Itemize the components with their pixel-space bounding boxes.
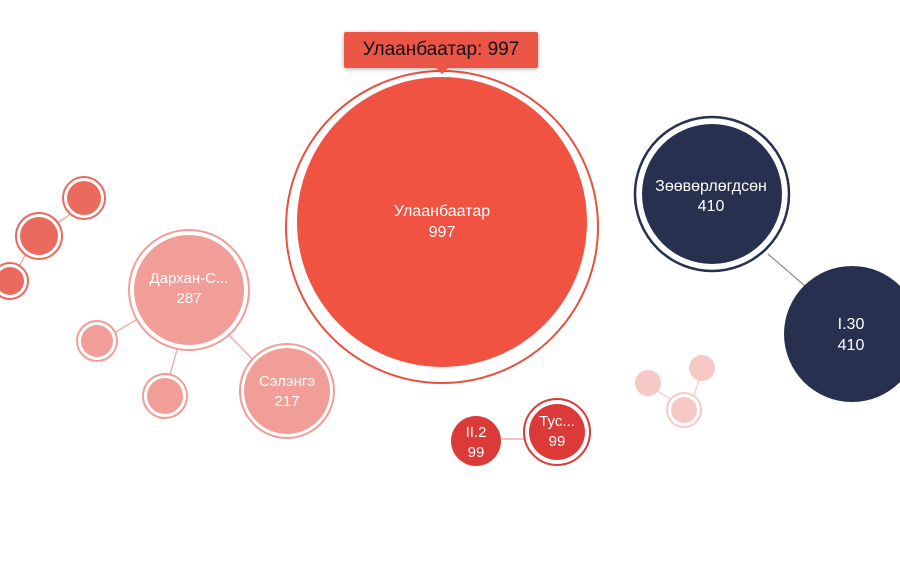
node-zuvuurulugdsun-circle[interactable] <box>642 124 782 264</box>
node-selenge[interactable]: Сэлэнгэ 217 <box>239 343 335 439</box>
node-ii2-value: 99 <box>468 444 485 461</box>
node-small-bottom[interactable] <box>142 373 188 419</box>
node-ulaanbaatar-circle[interactable] <box>297 77 587 367</box>
node-faded-top[interactable] <box>689 355 715 381</box>
node-selenge-value: 217 <box>274 393 299 410</box>
node-i30-name: I.30 <box>838 316 865 333</box>
node-darkhan-value: 287 <box>176 290 201 307</box>
tooltip-arrow <box>435 67 449 74</box>
node-chain-middle-circle[interactable] <box>20 217 58 255</box>
node-ii2[interactable]: II.2 99 <box>451 416 501 466</box>
edge-darkhan-selenge <box>228 334 256 363</box>
node-chain-bottom[interactable] <box>0 262 29 300</box>
node-tus-circle[interactable] <box>529 404 585 460</box>
node-ii2-circle[interactable] <box>451 416 501 466</box>
edge-left-chain-1 <box>55 212 73 225</box>
node-zuvuurulugdsun[interactable]: Зөөвөрлөгдсөн 410 <box>633 115 791 273</box>
node-darkhan[interactable]: Дархан-С... 287 <box>128 229 250 351</box>
node-tus[interactable]: Тус... 99 <box>523 398 591 466</box>
node-ulaanbaatar-value: 997 <box>429 224 456 241</box>
node-faded-left-circle[interactable] <box>635 370 661 396</box>
node-faded-bottom-circle[interactable] <box>671 397 697 423</box>
node-ulaanbaatar[interactable]: Улаанбаатар 997 <box>285 70 599 384</box>
node-i30-circle[interactable] <box>784 266 900 402</box>
node-zuvuurulugdsun-name: Зөөвөрлөгдсөн <box>655 178 767 195</box>
node-darkhan-circle[interactable] <box>134 235 244 345</box>
node-small-left-circle[interactable] <box>81 325 113 357</box>
node-selenge-name: Сэлэнгэ <box>259 373 315 390</box>
tooltip: Улаанбаатар: 997 <box>344 32 538 68</box>
node-faded-bottom[interactable] <box>666 392 702 428</box>
node-i30[interactable]: I.30 410 <box>784 266 900 402</box>
node-i30-value: 410 <box>838 337 865 354</box>
node-faded-left[interactable] <box>635 370 661 396</box>
node-tus-value: 99 <box>549 433 566 450</box>
edge-darkhan-small-bottom <box>169 345 179 376</box>
edge-darkhan-small-left <box>113 319 137 334</box>
node-chain-middle[interactable] <box>15 212 63 260</box>
node-chain-top-circle[interactable] <box>67 181 101 215</box>
node-small-bottom-circle[interactable] <box>147 378 183 414</box>
node-tus-name: Тус... <box>539 413 575 430</box>
node-ulaanbaatar-name: Улаанбаатар <box>394 203 490 220</box>
node-small-left[interactable] <box>76 320 118 362</box>
node-selenge-circle[interactable] <box>244 348 330 434</box>
node-chain-top[interactable] <box>62 176 106 220</box>
node-ii2-name: II.2 <box>466 424 487 441</box>
node-zuvuurulugdsun-value: 410 <box>698 198 725 215</box>
node-faded-top-circle[interactable] <box>689 355 715 381</box>
node-darkhan-name: Дархан-С... <box>150 270 229 287</box>
node-chain-bottom-circle[interactable] <box>0 267 24 295</box>
